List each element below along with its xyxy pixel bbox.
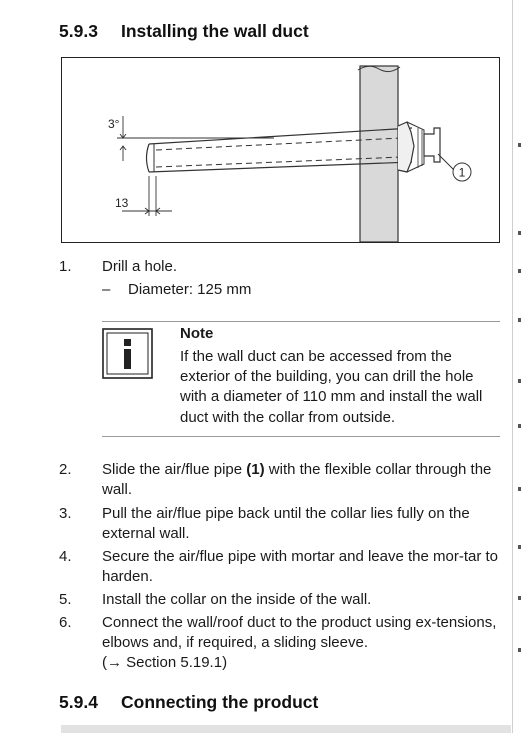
callout-leader [437,153,455,171]
section-reference-link[interactable]: (→ Section 5.19.1) [102,654,228,671]
step-text: Drill a hole. [102,258,178,275]
pipe-inner-dashed-bottom [155,156,403,168]
list-dash: – [102,281,111,298]
step-text: Pull the air/flue pipe back until the co… [102,505,470,542]
section-number: 5.9.4 [59,692,98,712]
section-title: Installing the wall duct [121,21,309,41]
edge-mark [518,318,521,322]
callout-label: 1 [459,166,466,180]
step-number: 6. [59,614,72,631]
angle-arrow [119,133,127,139]
step-text: Install the collar on the inside of the … [102,591,372,608]
edge-mark [518,424,521,428]
step-text-main: Connect the wall/roof duct to the produc… [102,614,497,651]
section-heading-wall-duct: 5.9.3 Installing the wall duct [59,21,309,42]
step-text: Secure the air/flue pipe with mortar and… [102,548,499,585]
wall-duct-figure: 1 3° 13 [61,57,500,243]
wall-break-line [357,65,401,73]
section-title: Connecting the product [121,692,319,712]
angle-arrow [119,145,127,151]
edge-mark [518,596,521,600]
flexible-collar [397,121,415,173]
callout-circle [452,162,472,182]
wall-section [359,65,399,242]
edge-mark [518,231,521,235]
step-number: 5. [59,591,72,608]
edge-mark [518,648,521,652]
pipe-outline-bottom [148,161,413,173]
pipe-end-cap [145,143,150,173]
dimension-arrow [144,207,150,215]
section-number: 5.9.3 [59,21,98,41]
edge-mark [518,143,521,147]
adjacent-page-edge [512,0,523,733]
edge-mark [518,379,521,383]
section-heading-connecting: 5.9.4 Connecting the product [59,692,318,713]
note-bottom-rule [102,436,500,437]
edge-mark [518,269,521,273]
diameter-text: Diameter: 125 mm [128,281,252,298]
edge-mark [518,545,521,549]
step-number: 4. [59,548,72,565]
step-number: 1. [59,258,72,275]
step-number: 2. [59,461,72,478]
step-text-start: Slide the air/flue pipe [102,461,243,478]
step-number: 3. [59,505,72,522]
note-title: Note [180,325,214,342]
dimension-arrow [155,207,161,215]
next-section-bar [61,725,511,733]
note-body: If the wall duct can be accessed from th… [180,348,483,426]
dimension-label: 13 [115,196,129,210]
step-text: Slide the air/flue pipe (1) with the fle… [102,460,502,500]
edge-mark [518,487,521,491]
pipe-inner-dashed-top [155,137,403,151]
angle-label: 3° [108,117,120,131]
wall-duct-drawing: 1 3° 13 [108,65,472,242]
pipe-terminal [423,127,441,163]
pipe-reference: (1) [246,461,265,478]
step-text: Connect the wall/roof duct to the produc… [102,613,502,673]
step-1-detail: –Diameter: 125 mm [102,280,251,300]
note-top-rule [102,321,500,322]
info-icon [102,328,153,379]
pipe-outline-top [148,127,413,145]
step-text-end: with the flexible collar through the wal… [102,461,492,498]
